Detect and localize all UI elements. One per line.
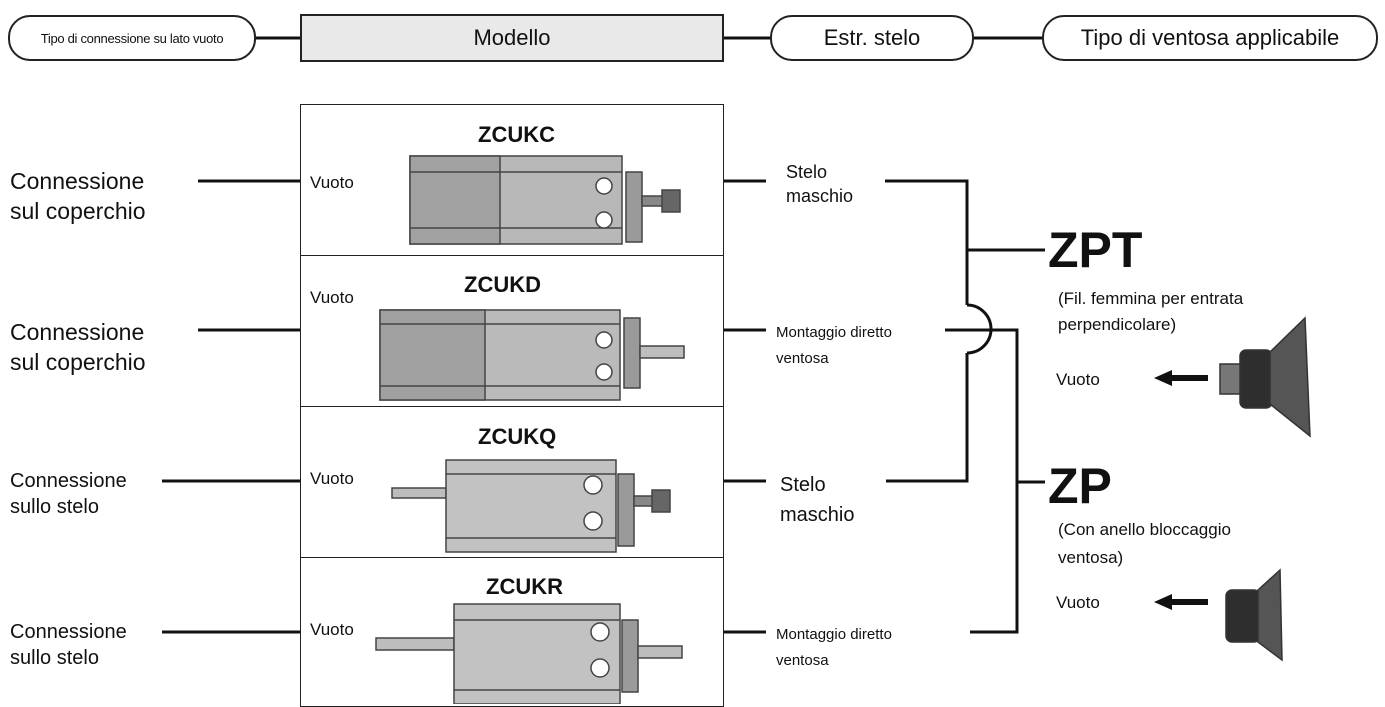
- header-pad-type-label: Tipo di ventosa applicabile: [1080, 25, 1340, 50]
- rod-end-label-4: Montaggio diretto ventosa: [776, 626, 892, 669]
- suction-pad-zpt: [1219, 316, 1311, 438]
- header-rod-end: Estr. stelo: [770, 15, 974, 61]
- pad-desc-zp: (Con anello bloccaggio ventosa): [1058, 520, 1231, 567]
- rod-end-label-3: Stelo maschio: [780, 474, 855, 526]
- suction-pad-zp: [1225, 568, 1283, 662]
- connection-label-3: Connessione sullo stelo: [10, 470, 127, 518]
- cylinder-zcukd: [379, 309, 685, 401]
- header-pad-type: Tipo di ventosa applicabile: [1042, 15, 1378, 61]
- rod-end-label-2: Montaggio diretto ventosa: [776, 324, 892, 367]
- header-connection-type-label: Tipo di connessione su lato vuoto: [40, 30, 224, 46]
- vacuum-label-1: Vuoto: [310, 173, 354, 192]
- connection-label-2: Connessione sul coperchio: [10, 319, 146, 375]
- pad-desc-zpt: (Fil. femmina per entrata perpendicolare…: [1058, 289, 1244, 334]
- header-model-label: Modello: [473, 25, 551, 50]
- pad-vacuum-zpt: Vuoto: [1056, 370, 1100, 389]
- model-name-zcukd: ZCUKD: [464, 272, 541, 297]
- model-name-zcukc: ZCUKC: [478, 122, 555, 147]
- connection-label-1: Connessione sul coperchio: [10, 168, 146, 224]
- vacuum-label-2: Vuoto: [310, 288, 354, 307]
- model-name-zcukq: ZCUKQ: [478, 424, 557, 449]
- header-model: Modello: [300, 14, 724, 62]
- pad-name-zp: ZP: [1048, 458, 1112, 514]
- arrow-zpt: [1154, 370, 1208, 386]
- pad-name-zpt: ZPT: [1048, 222, 1143, 278]
- model-name-zcukr: ZCUKR: [486, 574, 563, 599]
- header-rod-end-label: Estr. stelo: [823, 25, 921, 50]
- cylinder-zcukr: [375, 603, 683, 704]
- pad-vacuum-zp: Vuoto: [1056, 593, 1100, 612]
- connection-label-4: Connessione sullo stelo: [10, 621, 127, 669]
- vacuum-label-3: Vuoto: [310, 469, 354, 488]
- rod-end-label-1: Stelo maschio: [786, 162, 854, 206]
- header-connection-type: Tipo di connessione su lato vuoto: [8, 15, 256, 61]
- cylinder-zcukq: [391, 459, 671, 553]
- cylinder-zcukc: [409, 155, 681, 245]
- arrow-zp: [1154, 594, 1208, 610]
- vacuum-label-4: Vuoto: [310, 620, 354, 639]
